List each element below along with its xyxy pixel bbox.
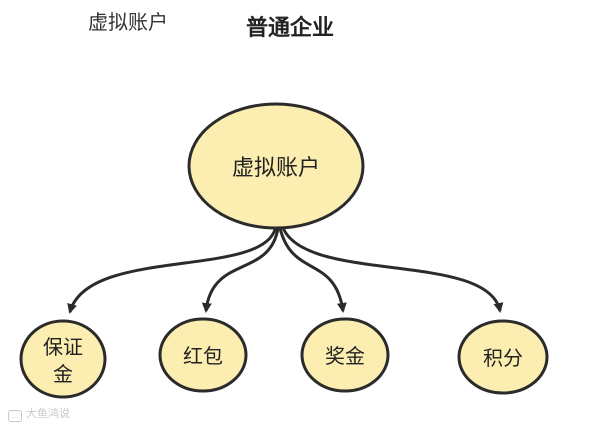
root-node: 虚拟账户	[187, 102, 365, 230]
edge-to-red-packet	[201, 227, 280, 313]
child-node-points: 积分	[457, 319, 549, 395]
child-node-deposit-label-line2: 金	[53, 362, 73, 386]
child-node-red-packet-label: 红包	[183, 344, 223, 368]
top-left-label: 虚拟账户	[88, 10, 168, 34]
child-node-deposit: 保证 金	[19, 319, 107, 399]
root-node-label: 虚拟账户	[232, 156, 320, 181]
child-node-bonus: 奖金	[300, 317, 390, 393]
edge-to-points	[280, 224, 504, 313]
child-node-deposit-label-line1: 保证	[43, 335, 83, 359]
watermark: … 大鱼鸿说	[8, 407, 70, 422]
child-node-bonus-label: 奖金	[325, 344, 365, 368]
child-node-red-packet: 红包	[158, 317, 248, 393]
child-node-points-label: 积分	[483, 346, 523, 370]
chat-bubble-icon: …	[8, 410, 22, 422]
diagram-title: 普通企业	[246, 16, 335, 41]
edge-to-deposit	[67, 224, 278, 314]
watermark-text: 大鱼鸿说	[26, 407, 70, 420]
edge-to-bonus	[278, 227, 347, 313]
